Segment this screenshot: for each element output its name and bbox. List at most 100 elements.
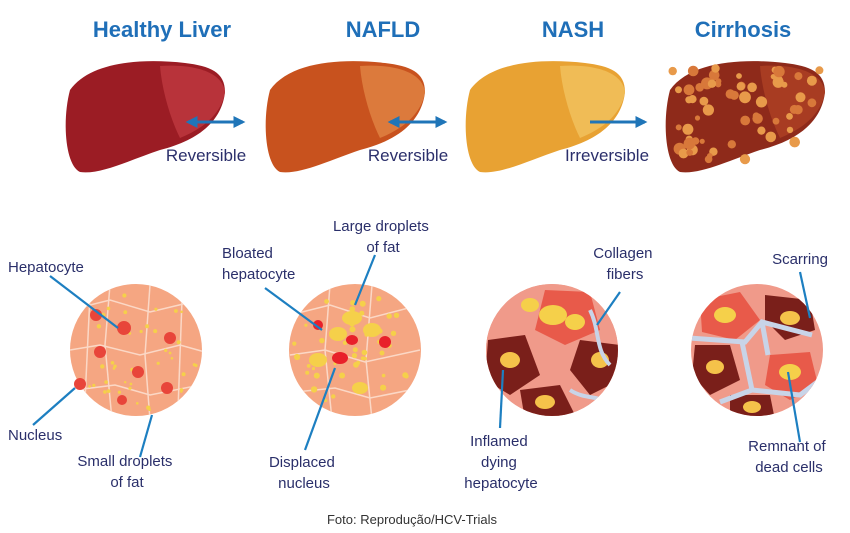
cirrhosis-nodule (752, 112, 760, 120)
cirrhosis-nodule (702, 104, 715, 116)
fat-droplet (124, 381, 127, 384)
cirrhosis-nodule (807, 98, 817, 108)
fat-droplet (292, 341, 297, 346)
fat-droplet (304, 323, 308, 327)
fat-droplet (128, 386, 132, 390)
fat-droplet (136, 402, 139, 405)
fat-droplet (324, 398, 328, 403)
cirrhosis-nodule (795, 92, 806, 103)
fat-droplet (331, 394, 336, 399)
fat-droplet (148, 408, 151, 412)
stage-title-nafld: NAFLD (346, 17, 421, 42)
fat-droplet (106, 389, 111, 393)
fat-droplet (294, 353, 301, 361)
pointer-hepatocyte (49, 275, 119, 329)
cirrhosis-nodule (773, 75, 784, 86)
fat-droplet (349, 326, 356, 333)
fat-droplet (103, 390, 107, 394)
fat-droplet (88, 385, 91, 388)
cirrhosis-nodule (675, 86, 682, 94)
cirrhosis-nodule (727, 140, 736, 149)
cirrhosis-nodule (757, 126, 766, 135)
tissue-healthy (70, 284, 202, 416)
fat-droplet (139, 329, 143, 334)
cirrhosis-nodule (765, 131, 777, 143)
pointer-nucleus (32, 387, 76, 426)
fat-droplet (313, 372, 320, 379)
fat-droplet (324, 299, 329, 304)
cirrhosis-nodule (773, 65, 785, 78)
label-remnant: Remnant of dead cells (748, 438, 830, 476)
cirrhosis-nodule (792, 139, 799, 146)
fat-droplet (361, 349, 368, 356)
fat-droplet (104, 380, 108, 384)
label-scarring: Scarring (772, 251, 828, 268)
stage-title-healthy: Healthy Liver (93, 17, 232, 42)
fat-droplet (339, 372, 346, 379)
cirrhosis-nodule (786, 126, 794, 134)
fat-droplet (404, 373, 409, 379)
cirrhosis-nodule (668, 66, 677, 76)
cirrhosis-nodule (793, 105, 803, 115)
transition-label-1: Reversible (166, 146, 246, 165)
fat-droplet (310, 386, 318, 393)
cirrhosis-nodule (683, 84, 695, 96)
cirrhosis-nodule (747, 82, 757, 93)
label-inflamed: Inflamed dying hepatocyte (464, 433, 537, 492)
pointer-small-droplets (138, 414, 154, 458)
fat-droplet (110, 361, 115, 365)
cirrhosis-nodule (772, 117, 780, 125)
cirrhosis-nodule (736, 82, 745, 91)
cirrhosis-nodule (815, 66, 824, 75)
fat-droplet (359, 300, 366, 307)
cirrhosis-nodule (739, 154, 751, 165)
cirrhosis-nodule (794, 72, 803, 81)
cirrhosis-nodule (691, 137, 700, 145)
fat-droplet (349, 306, 356, 312)
cirrhosis-nodule (675, 124, 682, 131)
fat-droplet (176, 340, 181, 345)
cirrhosis-nodule (770, 74, 776, 80)
fat-droplet (319, 337, 325, 344)
cirrhosis-nodule (739, 91, 751, 104)
fat-droplet (123, 310, 128, 315)
pointer-displaced (303, 367, 337, 451)
pointer-large-droplets (353, 254, 377, 306)
pointer-collagen (596, 291, 621, 326)
transition-label-2: Reversible (368, 146, 448, 165)
pointer-bloated (264, 287, 323, 331)
cirrhosis-nodule (806, 75, 817, 86)
cirrhosis-nodule (707, 79, 717, 88)
cirrhosis-nodule (678, 148, 689, 159)
fat-droplet (393, 312, 400, 318)
fat-droplet (342, 340, 348, 345)
cirrhosis-nodule (687, 65, 699, 77)
cirrhosis-nodule (695, 83, 704, 92)
cirrhosis-nodule (694, 115, 701, 121)
cirrhosis-nodule (699, 138, 705, 144)
fat-droplet (360, 356, 365, 361)
fat-droplet (352, 347, 358, 353)
cirrhosis-nodule (725, 89, 735, 99)
tissue-nash (486, 284, 618, 416)
fat-droplet (168, 351, 172, 355)
liver-cirrhosis (665, 61, 825, 173)
fat-droplet (156, 361, 160, 365)
fat-droplet (100, 364, 105, 369)
label-collagen: Collagen fibers (593, 245, 656, 283)
fat-droplet (381, 373, 386, 378)
fat-droplet (129, 382, 133, 386)
fat-droplet (92, 383, 96, 387)
cirrhosis-nodule (707, 153, 713, 159)
liver-nash (465, 61, 625, 173)
fat-droplet (386, 313, 392, 319)
fat-droplet (153, 329, 158, 334)
fat-droplet (164, 348, 168, 352)
fat-droplet (154, 307, 158, 311)
fat-droplet (305, 370, 310, 375)
fat-droplet (181, 372, 186, 377)
pointer-inflamed (498, 369, 505, 429)
label-nucleus: Nucleus (8, 427, 62, 444)
fat-droplet (179, 388, 184, 392)
